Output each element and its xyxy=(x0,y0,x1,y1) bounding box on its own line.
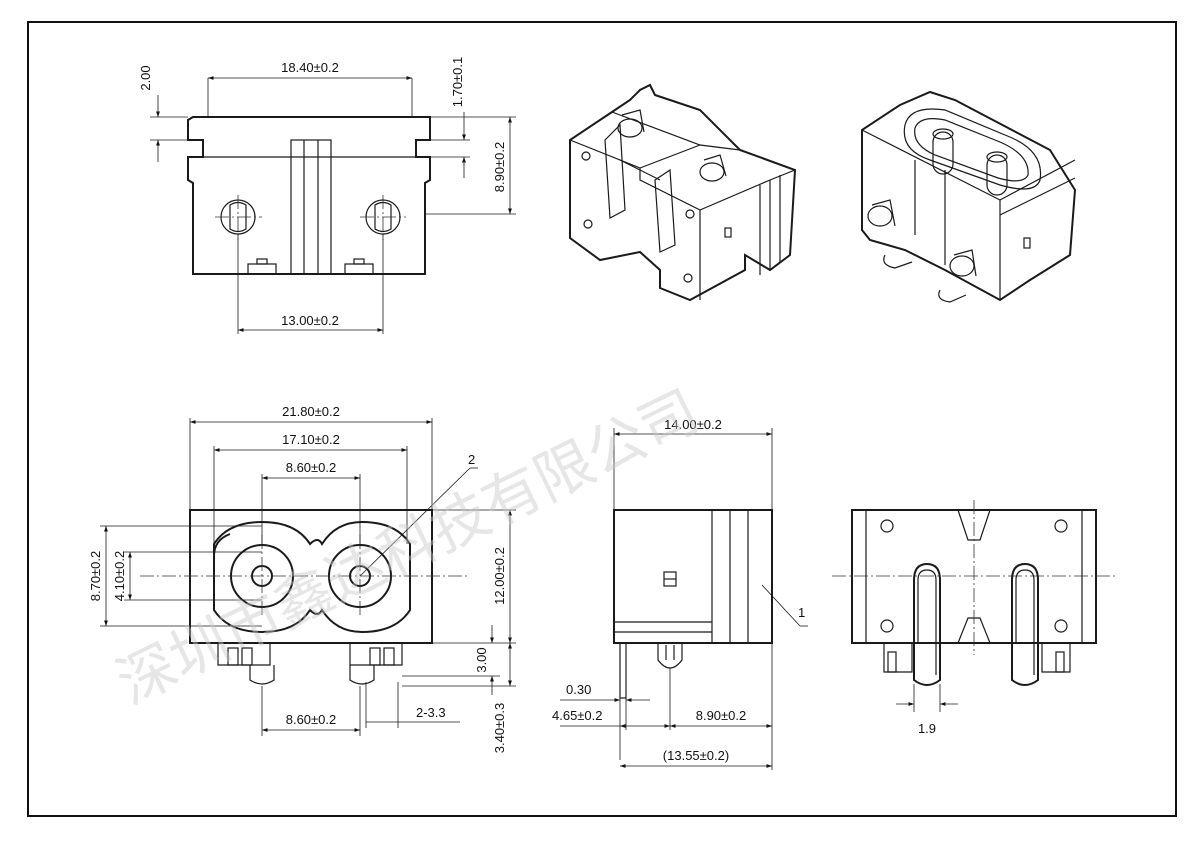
dim-front-inner-width: 17.10±0.2 xyxy=(282,432,340,447)
dim-front-inner-height: 4.10±0.2 xyxy=(112,551,127,602)
callout-2: 2 xyxy=(468,452,475,467)
dim-front-body-height: 12.00±0.2 xyxy=(492,547,507,605)
dim-front-hole-spacing: 8.60±0.2 xyxy=(286,460,337,475)
dim-side-offset: 4.65±0.2 xyxy=(552,708,603,723)
front-view: 21.80±0.2 17.10±0.2 8.60±0.2 8.70±0.2 4.… xyxy=(88,404,516,753)
dim-top-right-height: 8.90±0.2 xyxy=(492,142,507,193)
isometric-view-rear xyxy=(569,83,797,302)
dim-top-pin-spacing: 13.00±0.2 xyxy=(281,313,339,328)
drawing-frame xyxy=(27,21,1177,817)
dim-front-outer-height: 8.70±0.2 xyxy=(88,551,103,602)
callout-1: 1 xyxy=(798,605,805,620)
dim-front-pin-size: 2-3.3 xyxy=(416,705,446,720)
top-view: 18.40±0.2 2.00 1.70±0.1 8.90±0.2 13.00±0… xyxy=(138,57,516,334)
dim-side-ref-depth: (13.55±0.2) xyxy=(663,748,729,763)
dim-front-pin-spacing: 8.60±0.2 xyxy=(286,712,337,727)
rear-view: 1.9 xyxy=(832,500,1116,736)
dim-side-pin-offset: 8.90±0.2 xyxy=(696,708,747,723)
dim-front-overall-width: 21.80±0.2 xyxy=(282,404,340,419)
isometric-view-front xyxy=(861,90,1077,303)
dim-side-thickness: 0.30 xyxy=(566,682,591,697)
dim-rear-pin-width: 1.9 xyxy=(918,721,936,736)
dim-front-pin-length: 3.40±0.3 xyxy=(492,703,507,754)
watermark-text: 深圳市鑫达科技有限公司 xyxy=(106,377,709,718)
dim-top-right-small: 1.70±0.1 xyxy=(450,57,465,108)
dim-side-depth: 14.00±0.2 xyxy=(664,417,722,432)
dim-front-pin-height: 3.00 xyxy=(474,647,489,672)
dim-top-width: 18.40±0.2 xyxy=(281,60,339,75)
dim-top-left-height: 2.00 xyxy=(138,65,153,90)
side-view: 14.00±0.2 0.30 4.65±0.2 8.90±0.2 (13.55±… xyxy=(552,417,808,770)
